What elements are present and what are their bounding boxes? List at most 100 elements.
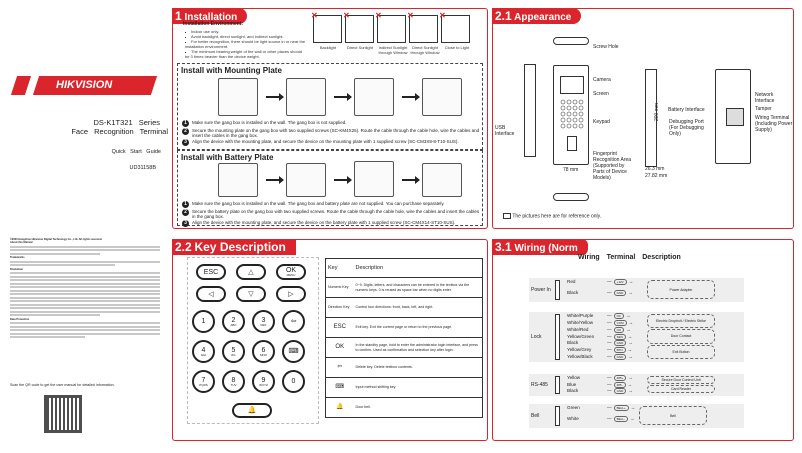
env-list: Indoor use only. Avoid backlight, direct… bbox=[185, 29, 307, 59]
text-label: BELL- bbox=[613, 416, 628, 422]
wiring-device: Exit Button bbox=[647, 344, 715, 359]
doorbell-key: 🔔 bbox=[232, 403, 272, 418]
text-label: ©2020 Hangzhou Hikvision Digital Technol… bbox=[10, 238, 103, 241]
text-label: Fingerprint Recognition Area (Supported … bbox=[593, 151, 632, 181]
text-label: ⇦ bbox=[290, 318, 297, 325]
text-label: ⌨ bbox=[288, 348, 299, 355]
device-side-view bbox=[524, 64, 536, 157]
text-label: NO bbox=[613, 326, 625, 333]
text-label: About this Manual bbox=[10, 241, 33, 244]
text-label: ESC bbox=[325, 317, 354, 338]
legal-text: ©2020 Hangzhou Hikvision Digital Technol… bbox=[10, 238, 160, 340]
text-label: White/Red bbox=[567, 326, 589, 332]
text-label: Make sure the gang box is installed on t… bbox=[192, 201, 445, 206]
note-icon bbox=[503, 213, 511, 219]
text-label: Red bbox=[567, 279, 576, 284]
text-label: Avoid backlight, direct sunlight, and in… bbox=[185, 34, 307, 39]
text-label: ABC bbox=[230, 322, 237, 327]
doc-code: UD31158B bbox=[129, 165, 157, 171]
text-label: Align the device with the mounting plate… bbox=[192, 139, 459, 144]
text-label: 8 bbox=[231, 376, 236, 384]
text-label: 1 bbox=[175, 9, 182, 23]
text-label: Direct Sunlight bbox=[346, 45, 373, 50]
text-label: 2.1 bbox=[495, 9, 512, 23]
text-label: The pictures here are for reference only… bbox=[512, 213, 602, 220]
text-label: GHI bbox=[200, 352, 207, 357]
text-label: Battery Interface bbox=[668, 107, 705, 113]
text-label: Keypad bbox=[593, 119, 610, 125]
keypad-key: ◁ bbox=[196, 286, 226, 302]
text-label: Indoor use only. bbox=[185, 29, 307, 34]
device-top-view bbox=[553, 37, 589, 45]
text-label: Delete key. Delete textbox contents. bbox=[353, 357, 483, 378]
text-label: GND bbox=[613, 290, 627, 296]
text-label: WXYZ bbox=[259, 382, 268, 387]
text-label: HIKVISION bbox=[56, 79, 113, 91]
text-label: ESC bbox=[203, 268, 219, 276]
env-icons: ✕ ✕ ✕ ✕ ✕ Backlight Direct Sunlight Indi… bbox=[311, 11, 473, 65]
wiring-panel: 3.1 Wiring (Norm Wiring Terminal Descrip… bbox=[492, 239, 794, 441]
text-label: JKL bbox=[230, 352, 237, 357]
text-label: Backlight bbox=[319, 45, 337, 50]
installation-panel: 1 Installation Installation Environment:… bbox=[172, 8, 488, 229]
device-bottom-view bbox=[553, 193, 589, 201]
text-label: Network Interface bbox=[755, 92, 775, 104]
text-label: SEN bbox=[613, 333, 626, 340]
env-title: Installation Environment: bbox=[183, 21, 244, 27]
keypad-key: ESC bbox=[196, 264, 226, 280]
text-label: MNO bbox=[260, 352, 267, 357]
text-label: 2 bbox=[231, 316, 236, 324]
text-label: Black bbox=[567, 290, 579, 295]
text-label: 🔔 bbox=[325, 397, 354, 418]
key-table-row: ⌨Input method shifting key. bbox=[325, 377, 483, 398]
text-label: 485+ bbox=[613, 375, 627, 381]
text-label: The minimum bearing weight of the wall o… bbox=[185, 49, 307, 59]
text-label: GND bbox=[613, 388, 627, 395]
text-label: Secure the battery plate on the gang box… bbox=[192, 209, 480, 219]
text-label: Lock bbox=[531, 334, 542, 340]
text-label: 78 mm bbox=[563, 167, 579, 173]
text-label: ▽ bbox=[248, 290, 254, 298]
text-label: 9 bbox=[261, 376, 266, 384]
wiring-device: Electric Dropbolt / Electric Strike bbox=[647, 314, 715, 329]
text-label: Numeric Key bbox=[325, 277, 354, 298]
qr-code bbox=[44, 395, 82, 433]
cover-page: HIKVISION DS-K1T321 Series Face Recognit… bbox=[0, 0, 168, 453]
text-label: Direction Key bbox=[325, 297, 354, 318]
text-label: USB Interface bbox=[495, 125, 515, 137]
text-label: Black bbox=[567, 388, 579, 394]
text-label: Secure the mounting plate on the gang bo… bbox=[192, 128, 480, 138]
wiring-device: Secure Door Control Unit bbox=[647, 376, 715, 384]
wiring-device: Card Reader bbox=[647, 385, 715, 393]
text-label: 0~9. Digits, letters, and characters can… bbox=[353, 277, 483, 298]
text-label: Disclaimer bbox=[10, 267, 24, 271]
wiring-device: Door Contact bbox=[647, 329, 715, 344]
text-label: RS-485 bbox=[531, 382, 548, 388]
text-label: Description bbox=[353, 258, 483, 278]
text-label: OK bbox=[325, 337, 354, 358]
text-label: Bell bbox=[531, 413, 540, 419]
text-label: In the standby page, hold to enter the a… bbox=[353, 337, 483, 358]
text-label: GND bbox=[613, 340, 627, 347]
model-title: DS-K1T321 Series bbox=[93, 118, 160, 127]
text-label: Yellow/Green bbox=[567, 333, 595, 339]
device-front-view bbox=[553, 65, 589, 165]
text-label: Yellow/Grey bbox=[567, 347, 592, 353]
product-title: Face Recognition Terminal bbox=[71, 127, 168, 136]
qr-caption: Scan the QR code to get the user manual … bbox=[10, 383, 115, 387]
text-label: Data Protection bbox=[10, 317, 30, 321]
text-label: Yellow bbox=[567, 375, 581, 380]
